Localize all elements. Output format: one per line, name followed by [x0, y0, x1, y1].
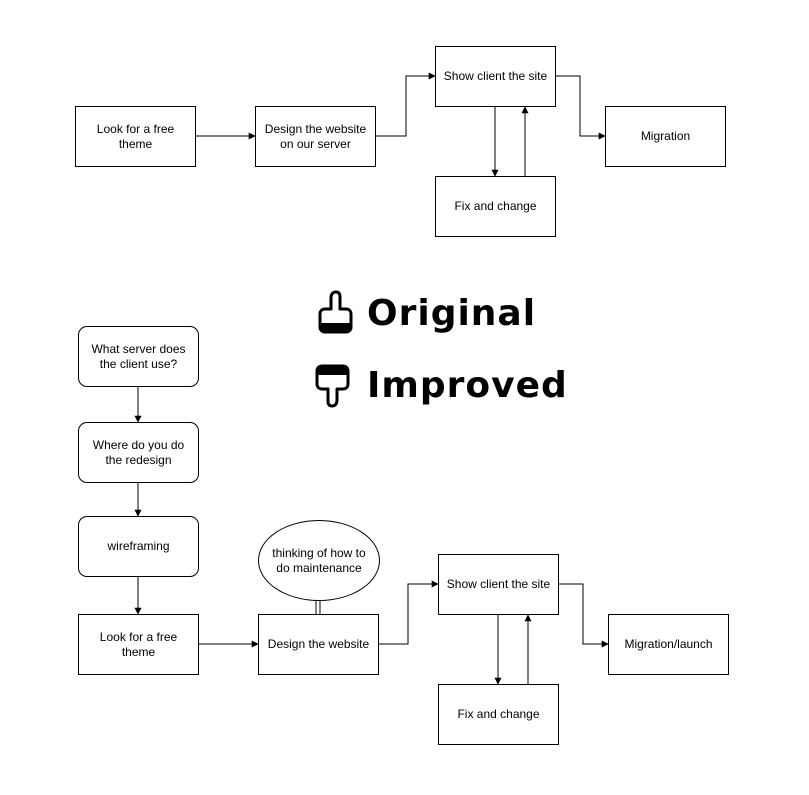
original-migration-node: Migration [605, 106, 726, 167]
improved-wireframing-node: wireframing [78, 516, 199, 577]
improved-migration-launch-node: Migration/launch [608, 614, 729, 675]
pointing-down-hand-icon [315, 364, 350, 408]
thumbs-up-pointing-hand-icon [318, 290, 353, 334]
improved-maintenance-note-node: thinking of how to do maintenance [258, 520, 380, 601]
edge-improved-design-to-show-client [379, 580, 439, 645]
legend-improved-label: Improved [367, 364, 568, 406]
improved-server-question-node: What server does the client use? [78, 326, 199, 387]
edge-original-show-client-to-migration [556, 75, 606, 140]
original-show-client-node: Show client the site [435, 46, 556, 107]
legend-original-label: Original [367, 292, 537, 334]
edge-improved-show-client-to-migration [559, 583, 609, 648]
edge-original-design-to-show-client [376, 72, 436, 137]
original-design-node: Design the website on our server [255, 106, 376, 167]
improved-show-client-node: Show client the site [438, 554, 559, 615]
original-free-theme-node: Look for a free theme [75, 106, 196, 167]
improved-where-redesign-node: Where do you do the redesign [78, 422, 199, 483]
original-fix-change-node: Fix and change [435, 176, 556, 237]
improved-free-theme-node: Look for a free theme [78, 614, 199, 675]
improved-fix-change-node: Fix and change [438, 684, 559, 745]
legend-original: Original [315, 290, 536, 336]
legend-improved: Improved [315, 362, 568, 408]
improved-design-node: Design the website [258, 614, 379, 675]
